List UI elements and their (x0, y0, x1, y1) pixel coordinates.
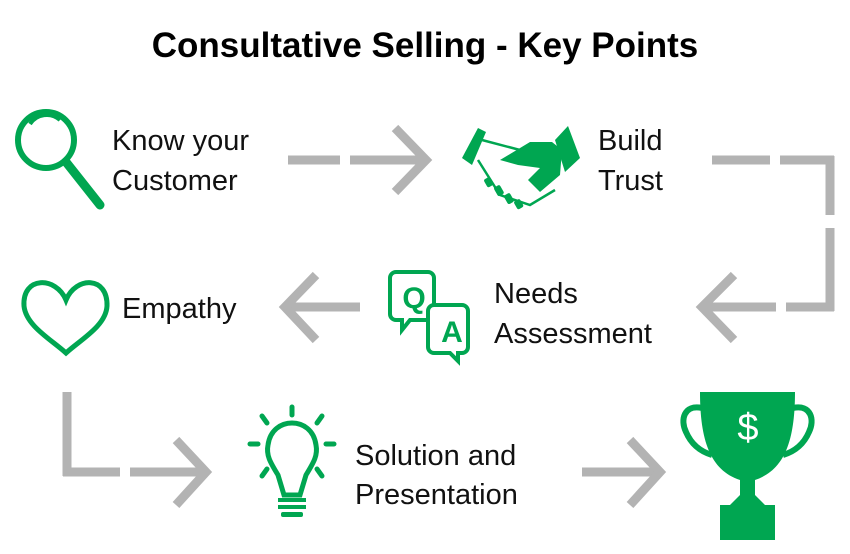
step-solution-line2: Presentation (355, 479, 518, 511)
handshake-icon (462, 126, 580, 210)
magnifier-icon (15, 109, 105, 210)
arrow-left (278, 271, 360, 344)
step-know-customer-line1: Know your (112, 125, 249, 157)
step-build-trust-line2: Trust (598, 165, 663, 197)
step-empathy: Empathy (122, 293, 237, 325)
step-solution-line1: Solution and (355, 440, 516, 472)
lightbulb-icon (247, 404, 337, 517)
arrow-bracket-down-left (695, 155, 835, 344)
heart-icon (21, 280, 110, 357)
step-know-customer-line2: Customer (112, 165, 238, 197)
qa-q-letter: Q (402, 282, 425, 315)
arrow-right-1 (288, 124, 433, 196)
arrow-down-right (62, 392, 213, 509)
diagram-title: Consultative Selling - Key Points (152, 26, 698, 65)
step-build-trust-line1: Build (598, 125, 663, 157)
arrow-right-final (582, 436, 667, 509)
qa-icon: Q A (388, 270, 470, 366)
step-needs-line2: Assessment (494, 318, 652, 350)
qa-a-letter: A (441, 316, 463, 349)
step-needs-line1: Needs (494, 278, 578, 310)
trophy-dollar-sign: $ (737, 407, 758, 449)
trophy-icon: $ (680, 392, 815, 540)
